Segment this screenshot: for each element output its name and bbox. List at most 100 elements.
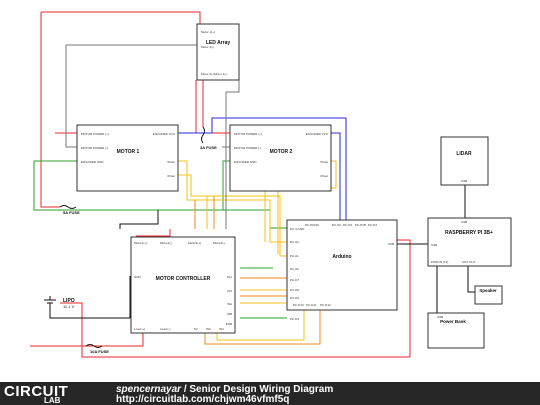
logo-lab: LAB bbox=[44, 396, 61, 405]
arduino-pin-left-3: Pin A0 bbox=[290, 267, 299, 271]
wire-blue-2 bbox=[330, 132, 341, 221]
wire-red-motor2 bbox=[195, 80, 232, 134]
arduino-pin-bottom-1: Pin D11 bbox=[306, 303, 317, 307]
diagram-url[interactable]: http://circuitlab.com/chjwm46vfmf5q bbox=[116, 394, 290, 405]
fuse-5a-label: 5A FUSE bbox=[63, 210, 80, 215]
arduino-pin-bottom-0: Pin D10 bbox=[293, 303, 304, 307]
motor-1-pin-right-2: 6Vout bbox=[167, 174, 175, 178]
wiring-diagram: LED Array Motor 1(+) Motor 2(-) Motor 2(… bbox=[30, 11, 512, 358]
rpi-title: RASPBERRY PI 3B+ bbox=[445, 230, 493, 236]
rpi-pin-0: USB bbox=[461, 220, 467, 224]
lipo-label: LIPO bbox=[63, 298, 75, 304]
wire-yellow-1 bbox=[178, 160, 287, 243]
wire-yellow-7 bbox=[216, 310, 305, 341]
mc-pin-right-0: IN1 bbox=[227, 275, 232, 279]
fuse-5a: 5A FUSE bbox=[59, 205, 80, 215]
rpi-pin-1: USB bbox=[431, 243, 437, 247]
power-bank-title: Power Bank bbox=[440, 319, 466, 324]
wire-gray-2 bbox=[65, 45, 80, 148]
mc-pin-top-3: Motor2(-) bbox=[213, 241, 225, 245]
led-array-pin-1: Motor 2(-) bbox=[201, 45, 214, 49]
diagram-title: Senior Design Wiring Diagram bbox=[189, 384, 334, 395]
motor-1-pin-left-0: MOTOR POWER (+) bbox=[81, 132, 109, 136]
arduino: Arduino Pin PGND Pin D2 Pin D3 Pin P1B P… bbox=[286, 219, 398, 321]
motor-1-pin-left-2: ENCODER GND bbox=[81, 160, 104, 164]
motor-1: MOTOR 1 MOTOR POWER (+) MOTOR POWER (-) … bbox=[76, 124, 179, 192]
wires bbox=[30, 11, 475, 358]
mc-pin-bottom-1: Load (-) bbox=[160, 327, 171, 331]
arduino-pin-left-1: Pin A3 bbox=[290, 240, 299, 244]
mc-pin-top-2: Motor2(+) bbox=[188, 241, 201, 245]
arduino-pin-left-5: Pin D6 bbox=[290, 288, 299, 292]
lidar-pin: USB bbox=[461, 179, 467, 183]
arduino-pin-bottom-2: Pin D12 bbox=[320, 303, 331, 307]
rpi-pin-3: AUX OUT bbox=[462, 260, 476, 264]
wire-red-load bbox=[30, 333, 144, 347]
mc-pin-bottom-4: IN4 bbox=[219, 327, 224, 331]
wire-black-mc bbox=[119, 210, 159, 229]
arduino-pin-top-2: Pin D3 bbox=[343, 223, 352, 227]
arduino-pin-top-1: Pin D2 bbox=[332, 223, 341, 227]
mc-pin-top-0: Motor1(+) bbox=[134, 241, 147, 245]
power-bank: Power Bank USB bbox=[427, 312, 485, 349]
power-bank-pin: USB bbox=[437, 315, 443, 319]
lidar-title: LIDAR bbox=[456, 151, 472, 157]
arduino-title: Arduino bbox=[332, 254, 351, 260]
lidar: LIDAR USB bbox=[440, 136, 489, 186]
wire-black-spk bbox=[467, 266, 475, 293]
arduino-pin-left-4: Pin D7 bbox=[290, 278, 299, 282]
wire-yellow-2 bbox=[264, 160, 337, 242]
mc-pin-right-3: INB bbox=[227, 312, 232, 316]
wire-red-top bbox=[40, 12, 60, 208]
arduino-pin-left-6: Pin D5 bbox=[290, 296, 299, 300]
fuse-3a-label: 3A FUSE bbox=[200, 145, 217, 150]
wire-red-main bbox=[397, 239, 411, 357]
raspberry-pi: RASPBERRY PI 3B+ USB USB PWM IN (12) AUX… bbox=[427, 217, 512, 267]
mc-pin-right-1: IN2 bbox=[227, 289, 232, 293]
speaker: Speaker bbox=[474, 285, 503, 305]
mc-pin-top-1: Motor1(-) bbox=[160, 241, 172, 245]
wire-green-2 bbox=[222, 160, 232, 210]
mc-pin-right-4: ENB bbox=[226, 322, 232, 326]
author-name[interactable]: spencernayar bbox=[116, 384, 182, 395]
fuse-10a: 10A FUSE bbox=[85, 344, 109, 354]
wire-orange-3 bbox=[204, 310, 321, 345]
motor-2-pin-right-0: ENCODER VCC bbox=[306, 132, 329, 136]
lipo-battery: LIPO 11.1 V bbox=[44, 296, 75, 309]
fuse-10a-label: 10A FUSE bbox=[90, 349, 109, 354]
wire-yellow-3 bbox=[178, 174, 287, 257]
credit-separator: / bbox=[181, 384, 190, 395]
motor-2-pin-left-2: ENCODER GND bbox=[234, 160, 257, 164]
arduino-pin-right-0: USB bbox=[388, 242, 394, 246]
motor-2-pin-right-2: 6Vout bbox=[320, 174, 328, 178]
motor-1-pin-right-1: 5Vout bbox=[167, 160, 175, 164]
motor-controller-title: MOTOR CONTROLLER bbox=[156, 276, 211, 282]
led-array-pin-2: Motor 2(-)Motor 1(-) bbox=[201, 72, 227, 76]
credit-line: spencernayar / Senior Design Wiring Diag… bbox=[116, 384, 333, 395]
motor-1-title: MOTOR 1 bbox=[117, 149, 140, 155]
arduino-pin-left-2: Pin A1 bbox=[290, 254, 299, 258]
arduino-pin-left-7: Pin D4 bbox=[290, 317, 299, 321]
motor-2-title: MOTOR 2 bbox=[270, 149, 293, 155]
wire-red-ledtop bbox=[41, 11, 201, 32]
led-array-title: LED Array bbox=[206, 40, 230, 46]
mc-pin-left-0: GND bbox=[134, 275, 142, 279]
rpi-pin-2: PWM IN (12) bbox=[431, 260, 448, 264]
motor-controller: MOTOR CONTROLLER Motor1(+) Motor1(-) Mot… bbox=[130, 236, 236, 334]
motor-2-pin-left-0: MOTOR POWER (+) bbox=[234, 132, 262, 136]
fuse-3a: 3A FUSE bbox=[200, 126, 217, 150]
wire-red-mc bbox=[136, 229, 171, 237]
mc-pin-bottom-0: Load (+) bbox=[134, 327, 145, 331]
motor-2-pin-left-1: MOTOR POWER (-) bbox=[234, 146, 261, 150]
motor-2: MOTOR 2 MOTOR POWER (+) MOTOR POWER (-) … bbox=[229, 124, 332, 192]
arduino-pin-left-0: Pin 3 GND bbox=[290, 227, 305, 231]
wire-green-1 bbox=[33, 160, 287, 229]
footer-bar: CIRCUIT LAB spencernayar / Senior Design… bbox=[0, 382, 540, 405]
arduino-pin-top-0: Pin PGND bbox=[305, 223, 320, 227]
logo-circuit: CIRCUIT bbox=[4, 383, 69, 400]
lipo-voltage: 11.1 V bbox=[63, 304, 75, 309]
arduino-pin-top-4: Pin D4 bbox=[368, 223, 377, 227]
motor-2-pin-right-1: 5Vout bbox=[320, 160, 328, 164]
led-array-pin-0: Motor 1(+) bbox=[201, 30, 215, 34]
mc-pin-bottom-2: 5V bbox=[194, 327, 198, 331]
